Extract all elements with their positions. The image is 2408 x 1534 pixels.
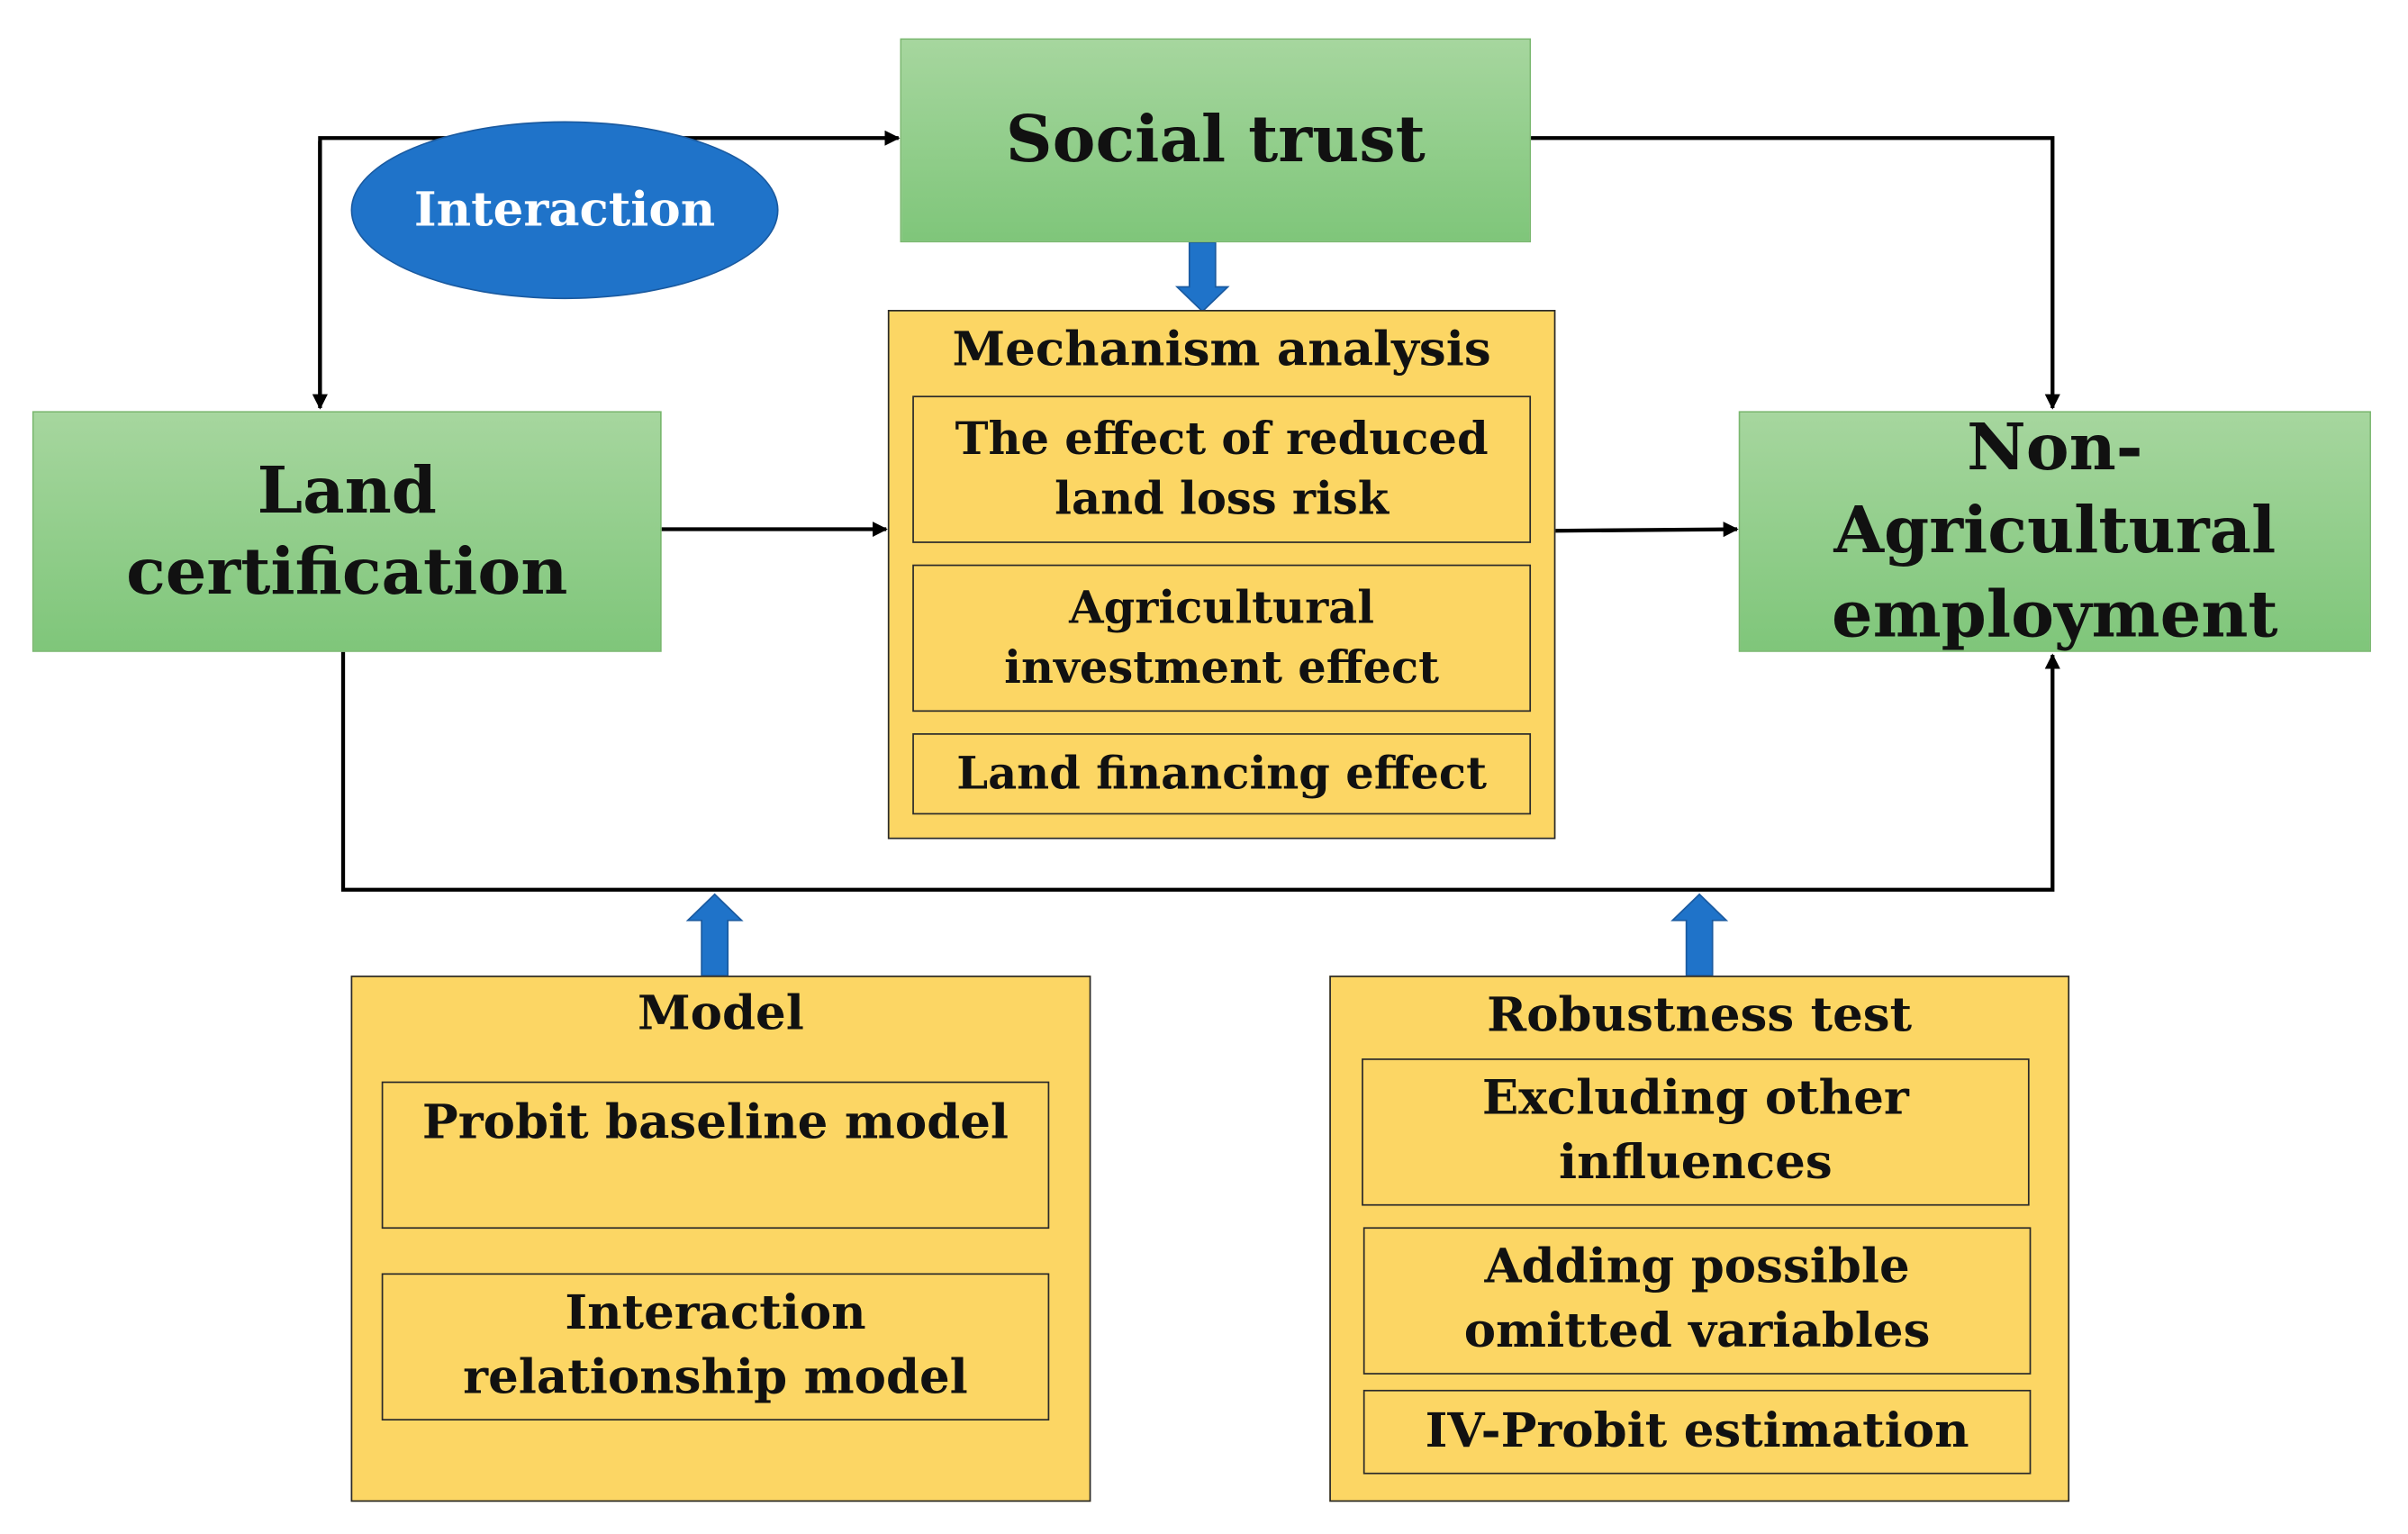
arrow-social-trust-to-nonag [1531, 136, 2060, 410]
blue-arrow-down [1174, 241, 1230, 313]
mechanism-item-label: Agricultural investment effect [1004, 581, 1440, 694]
model-item-label: Probit baseline model [421, 1094, 1009, 1151]
robustness-item-iv-probit: IV-Probit estimation [1362, 1389, 2032, 1475]
blue-arrow-up-model [685, 893, 744, 976]
blue-arrow-up-robustness [1670, 893, 1729, 976]
robustness-item-label: Adding possible omitted variables [1463, 1239, 1931, 1359]
model-panel: Model [350, 976, 1091, 1502]
non-agricultural-employment-box: Non-Agricultural employment [1738, 409, 2371, 652]
model-item-probit-baseline: Probit baseline model [381, 1081, 1050, 1230]
model-title: Model [638, 986, 804, 1042]
model-item-interaction-relationship: Interaction relationship model [381, 1273, 1050, 1421]
mechanism-item-land-financing: Land financing effect [912, 733, 1532, 815]
robustness-item-label: IV-Probit estimation [1425, 1402, 1969, 1458]
robustness-test-title: Robustness test [1487, 987, 1913, 1044]
interaction-ellipse: Interaction [350, 121, 779, 300]
arrow-bottom-path [340, 651, 2060, 892]
land-certification-box: Land certification [32, 411, 662, 652]
mechanism-item-label: The effect of reduced land loss risk [955, 412, 1489, 525]
social-trust-label: Social trust [1005, 101, 1426, 177]
arrow-mechanism-to-nonag [1555, 522, 1739, 538]
interaction-label: Interaction [413, 182, 716, 238]
mechanism-analysis-title: Mechanism analysis [952, 322, 1491, 377]
social-trust-box: Social trust [900, 38, 1532, 243]
non-agricultural-employment-label: Non-Agricultural employment [1832, 409, 2278, 652]
robustness-item-omitted-variables: Adding possible omitted variables [1362, 1227, 2032, 1375]
robustness-item-excluding-influences: Excluding other influences [1362, 1058, 2030, 1206]
model-item-label: Interaction relationship model [463, 1285, 968, 1405]
mechanism-item-label: Land financing effect [956, 747, 1487, 800]
land-certification-label: Land certification [126, 452, 568, 609]
mechanism-item-agricultural-investment: Agricultural investment effect [912, 564, 1532, 713]
mechanism-item-land-loss-risk: The effect of reduced land loss risk [912, 395, 1532, 543]
robustness-item-label: Excluding other influences [1481, 1070, 1909, 1191]
